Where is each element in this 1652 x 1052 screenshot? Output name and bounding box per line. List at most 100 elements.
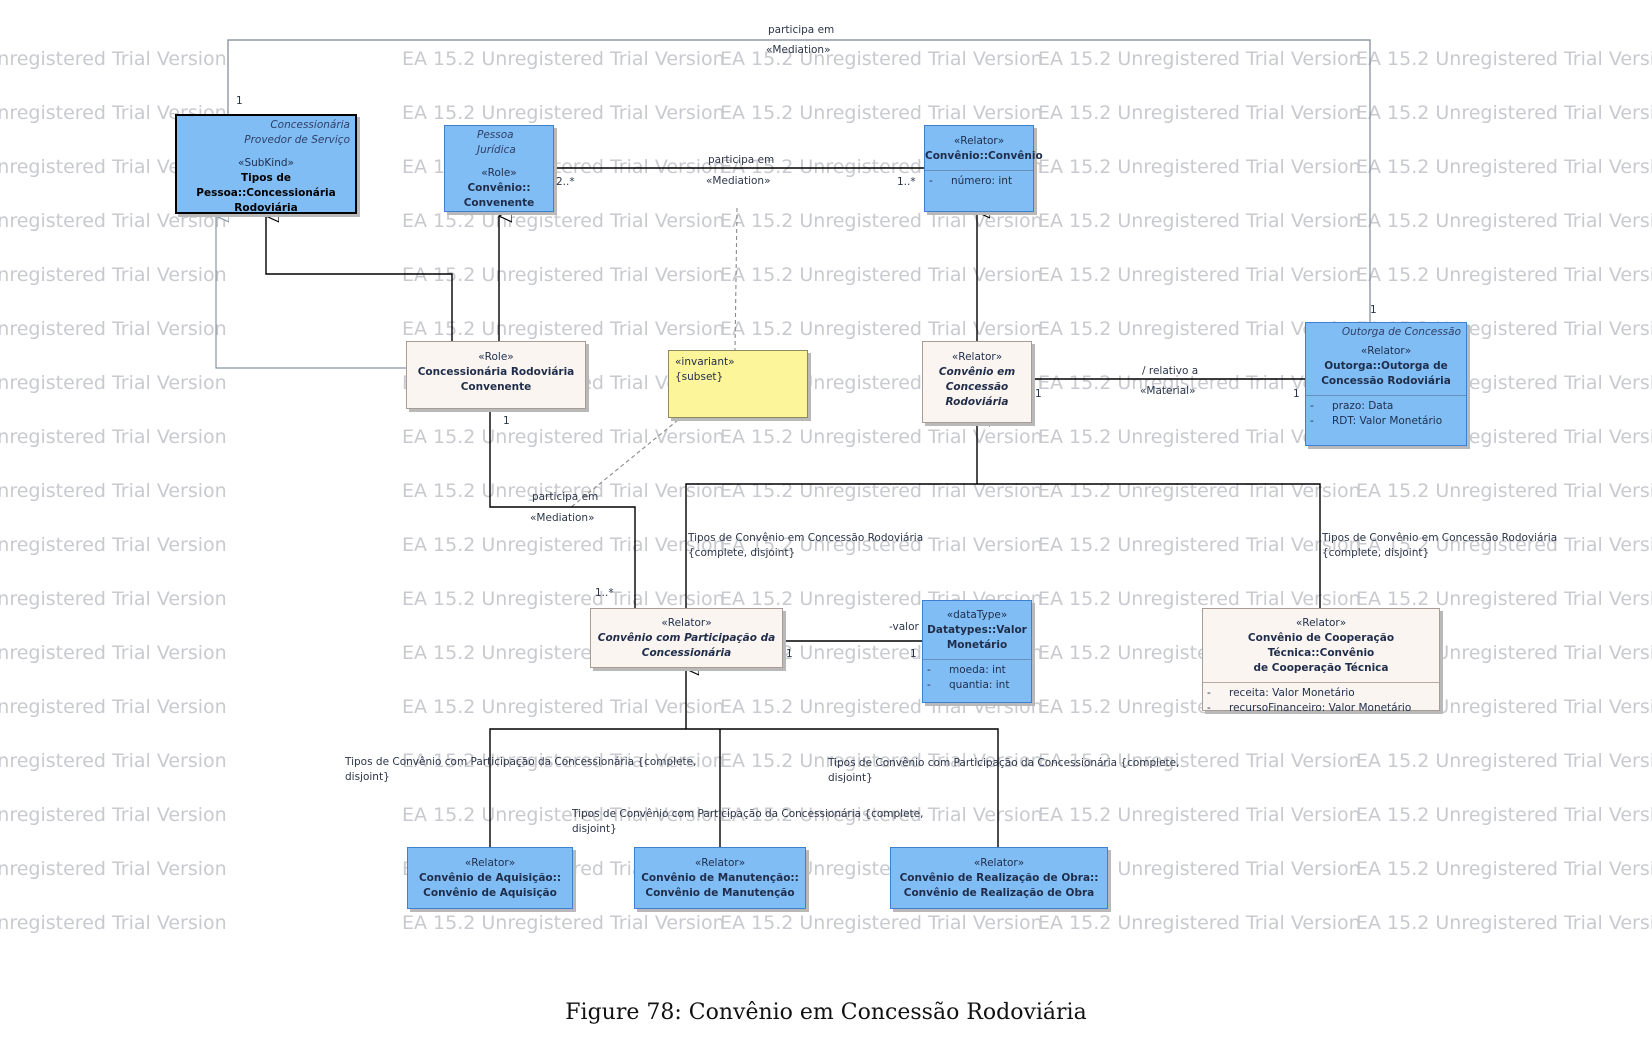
class-valor-monetario[interactable]: «dataType» Datatypes::Valor Monetário -m… [922,600,1032,703]
note-line-2: {subset} [675,371,724,383]
class-realizacao-stereotype: «Relator» [973,857,1025,869]
mid-assoc-stereotype: «Mediation» [706,175,771,187]
gen-concconv-gray [216,216,406,369]
class-concessao-stereotype: «Relator» [951,351,1003,363]
class-participacao-name-1: Convênio com Participação da [597,632,776,644]
class-outorga-tag: Outorga de Concessão [1341,326,1461,338]
class-convenio-concessao[interactable]: «Relator» Convênio em Concessão Rodoviár… [922,341,1032,423]
class-convenente-name-1: Convênio:: [467,182,531,194]
class-cooperacao-attr-2: -recursoFinanceiro: Valor Monetário [1207,702,1412,714]
class-outorga-attr-1: -prazo: Data [1310,400,1394,412]
class-concessionaria[interactable]: Concessionária Provedor de Serviço «SubK… [175,114,357,214]
low-assoc-stereotype: «Mediation» [530,512,595,524]
gs-concessao-left-1: Tipos de Convênio em Concessão Rodoviári… [688,532,924,544]
class-concessionaria-tag-2: Provedor de Serviço [244,134,350,146]
top-assoc-stereotype: «Mediation» [766,44,831,56]
top-assoc-name: participa em [768,24,835,36]
mid-mult-right: 1..* [897,176,916,188]
class-concessionaria-name-1: Tipos de Pessoa::Concessionária [196,172,336,199]
class-cooperacao-tecnica[interactable]: «Relator» Convênio de Cooperação Técnica… [1202,608,1440,714]
low-assoc-name: participa em [532,491,599,503]
class-valor-name-1: Datatypes::Valor [927,624,1027,636]
relativo-assoc-stereotype: «Material» [1140,385,1196,397]
class-outorga-attrs: -prazo: Data -RDT: Valor Monetário [1306,395,1466,432]
low-mult-top: 1 [503,415,510,427]
gen-set-concessao [685,483,1321,608]
gs-participacao-b-1: Tipos de Convênio com Participação da Co… [572,808,924,820]
relativo-assoc-name: / relativo a [1142,365,1199,377]
relativo-mult-right: 1 [1293,388,1300,400]
top-mult-left: 1 [236,95,243,107]
mid-assoc-name: participa em [708,154,775,166]
class-concconv-name-1: Concessionária Rodoviária [417,366,575,378]
class-manutencao-name-1: Convênio de Manutenção:: [641,872,799,884]
class-valor-name-2: Monetário [946,639,1008,651]
valor-mult-left: 1 [786,648,793,660]
class-convenente[interactable]: Pessoa Jurídica «Role» Convênio:: Conven… [444,125,554,212]
class-convenio-participacao[interactable]: «Relator» Convênio com Participação da C… [590,608,783,668]
class-realizacao-obra[interactable]: «Relator» Convênio de Realização de Obra… [890,847,1108,909]
class-concconv-stereotype: «Role» [478,351,514,363]
top-mult-right: 1 [1370,304,1377,316]
class-outorga-attr-2: -RDT: Valor Monetário [1310,415,1443,427]
assoc-top-line [227,39,1371,322]
valor-mult-right: 1 [910,648,917,660]
invariant-note[interactable]: «invariant» {subset} [668,350,808,418]
class-concessao-name-3: Rodoviária [945,396,1009,408]
class-manutencao[interactable]: «Relator» Convênio de Manutenção:: Convê… [634,847,806,909]
class-cooperacao-stereotype: «Relator» [1295,617,1347,629]
class-cooperacao-name-2: de Cooperação Técnica [1253,662,1389,674]
class-concessionaria-stereotype: «SubKind» [238,157,294,169]
class-concessao-name-2: Concessão [945,381,1009,393]
class-convenio[interactable]: «Relator» Convênio::Convênio -número: in… [924,125,1043,212]
gs-concessao-right-2: {complete, disjoint} [1322,547,1430,559]
class-manutencao-stereotype: «Relator» [694,857,746,869]
gs-participacao-a-2: disjoint} [345,771,390,783]
class-convenio-name: Convênio::Convênio [925,150,1043,162]
class-convenio-attr-1: -número: int [929,175,1013,187]
class-outorga-name-2: Concessão Rodoviária [1321,375,1451,387]
class-concessionaria-convenente[interactable]: «Role» Concessionária Rodoviária Convene… [406,341,586,409]
class-valor-attr-2: -quantia: int [927,679,1010,691]
figure-caption: Figure 78: Convênio em Concessão Rodoviá… [565,1000,1087,1025]
class-participacao-stereotype: «Relator» [661,617,712,629]
class-concessionaria-name-2: Rodoviária [234,202,298,214]
class-concconv-name-2: Convenente [460,381,532,393]
gs-participacao-c-1: Tipos de Convênio com Participação da Co… [828,757,1180,769]
class-convenente-tag: Pessoa Jurídica [477,129,516,156]
class-aquisicao-stereotype: «Relator» [464,857,516,869]
gs-participacao-b-2: disjoint} [572,823,617,835]
class-convenio-attrs: -número: int [925,170,1033,192]
class-convenio-stereotype: «Relator» [953,135,1005,147]
assoc-low-line [489,412,636,608]
gs-participacao-a-1: Tipos de Convênio com Participação da Co… [345,756,697,768]
class-outorga[interactable]: Outorga de Concessão «Relator» Outorga::… [1305,322,1467,446]
gs-concessao-right-1: Tipos de Convênio em Concessão Rodoviári… [1322,532,1558,544]
class-convenente-stereotype: «Role» [481,167,517,179]
class-outorga-name-1: Outorga::Outorga de [1324,360,1448,372]
class-manutencao-name-2: Convênio de Manutenção [645,887,795,899]
class-cooperacao-attr-1: -receita: Valor Monetário [1207,687,1355,699]
class-participacao-name-2: Concessionária [641,647,732,659]
class-valor-stereotype: «dataType» [946,609,1008,621]
connectors [0,39,1371,847]
class-realizacao-name-2: Convênio de Realização de Obra [903,887,1095,899]
low-mult-bottom: 1..* [595,587,614,599]
gen-set-participacao [489,728,999,847]
note-link-down [569,419,679,509]
class-valor-attr-1: -moeda: int [927,664,1006,676]
class-realizacao-name-1: Convênio de Realização de Obra:: [899,872,1099,884]
gs-concessao-left-2: {complete, disjoint} [688,547,796,559]
class-aquisicao-name-1: Convênio de Aquisição:: [418,872,562,884]
class-outorga-stereotype: «Relator» [1360,345,1412,357]
gen-concconv-concessionaria [266,216,453,341]
class-cooperacao-name-1: Convênio de Cooperação Técnica::Convênio [1247,632,1395,659]
class-aquisicao-name-2: Convênio de Aquisição [423,887,557,899]
class-cooperacao-attrs: -receita: Valor Monetário -recursoFinanc… [1203,682,1439,719]
class-aquisicao[interactable]: «Relator» Convênio de Aquisição:: Convên… [407,847,573,909]
gs-participacao-c-2: disjoint} [828,772,873,784]
class-convenente-name-2: Convenente [463,197,535,209]
mid-mult-left: 2..* [556,176,575,188]
class-concessionaria-tag-1: Concessionária [270,119,350,131]
note-line-1: «invariant» [675,356,735,368]
